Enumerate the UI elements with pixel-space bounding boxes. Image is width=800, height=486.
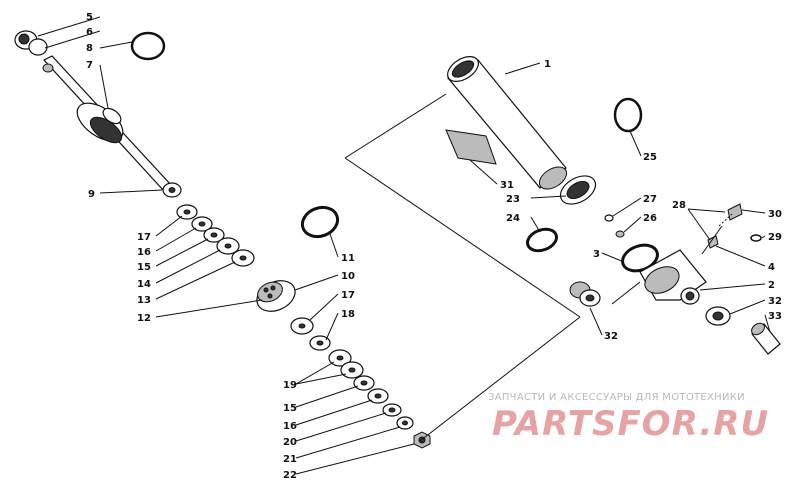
callout-15b: 15 bbox=[283, 403, 297, 414]
o-ring-8 bbox=[130, 31, 166, 61]
shaft-end-nut bbox=[42, 63, 54, 73]
callout-4: 4 bbox=[768, 262, 775, 273]
callout-32a: 32 bbox=[604, 331, 618, 342]
plug-26 bbox=[615, 230, 625, 238]
callout-28: 28 bbox=[672, 200, 686, 211]
callout-12: 12 bbox=[137, 313, 151, 324]
callout-24: 24 bbox=[506, 213, 520, 224]
callout-17b: 17 bbox=[341, 290, 355, 301]
callout-31: 31 bbox=[500, 180, 514, 191]
snap-ring-24 bbox=[525, 227, 559, 253]
callout-14: 14 bbox=[137, 279, 151, 290]
watermark-logo: PARTSFOR.RU bbox=[492, 404, 770, 444]
lower-body-group bbox=[569, 203, 781, 355]
callout-21: 21 bbox=[283, 454, 297, 465]
callout-19: 19 bbox=[283, 380, 297, 391]
callout-3: 3 bbox=[593, 249, 600, 260]
left-washer-stack bbox=[176, 204, 255, 267]
callout-17a: 17 bbox=[137, 232, 151, 243]
callout-33: 33 bbox=[768, 311, 782, 322]
body-tube-group bbox=[445, 56, 643, 253]
eye-bushing-hole bbox=[18, 33, 30, 45]
washer-27 bbox=[604, 214, 614, 222]
ring-25 bbox=[613, 97, 643, 133]
callout-29: 29 bbox=[768, 232, 782, 243]
callout-32b: 32 bbox=[768, 296, 782, 307]
callout-27: 27 bbox=[643, 194, 657, 205]
label-31 bbox=[445, 129, 497, 165]
callout-10: 10 bbox=[341, 271, 355, 282]
shaft-cap-top bbox=[102, 107, 122, 125]
callout-16b: 16 bbox=[283, 421, 297, 432]
callout-8: 8 bbox=[86, 43, 93, 54]
callout-7: 7 bbox=[86, 60, 93, 71]
callout-labels: 5 6 8 7 9 17 16 15 14 13 12 11 10 17 18 … bbox=[86, 12, 782, 481]
callout-16a: 16 bbox=[137, 247, 151, 258]
piston-group bbox=[256, 205, 340, 312]
callout-23: 23 bbox=[506, 194, 520, 205]
callout-30: 30 bbox=[768, 209, 782, 220]
right-washer-stack bbox=[290, 317, 431, 449]
callout-1: 1 bbox=[544, 59, 551, 70]
callout-6: 6 bbox=[86, 27, 93, 38]
assembly-lines bbox=[344, 93, 733, 442]
callout-9: 9 bbox=[88, 189, 95, 200]
valve-30 bbox=[727, 203, 743, 221]
callout-5: 5 bbox=[86, 12, 93, 23]
callout-13: 13 bbox=[137, 295, 151, 306]
callout-11: 11 bbox=[341, 253, 355, 264]
watermark-subtitle: ЗАПЧАСТИ И АКСЕССУАРЫ ДЛЯ МОТОТЕХНИКИ bbox=[488, 392, 745, 403]
leader-lines bbox=[37, 16, 771, 475]
piston-ring-11 bbox=[300, 205, 340, 239]
callout-2: 2 bbox=[768, 280, 775, 291]
o-ring-29 bbox=[750, 234, 762, 242]
eye-ring-part bbox=[28, 38, 48, 56]
callout-15a: 15 bbox=[137, 262, 151, 273]
shaft-assembly bbox=[14, 30, 182, 198]
callout-20: 20 bbox=[283, 437, 297, 448]
callout-22: 22 bbox=[283, 470, 297, 481]
callout-18: 18 bbox=[341, 309, 355, 320]
callout-25: 25 bbox=[643, 152, 657, 163]
callout-26: 26 bbox=[643, 213, 657, 224]
